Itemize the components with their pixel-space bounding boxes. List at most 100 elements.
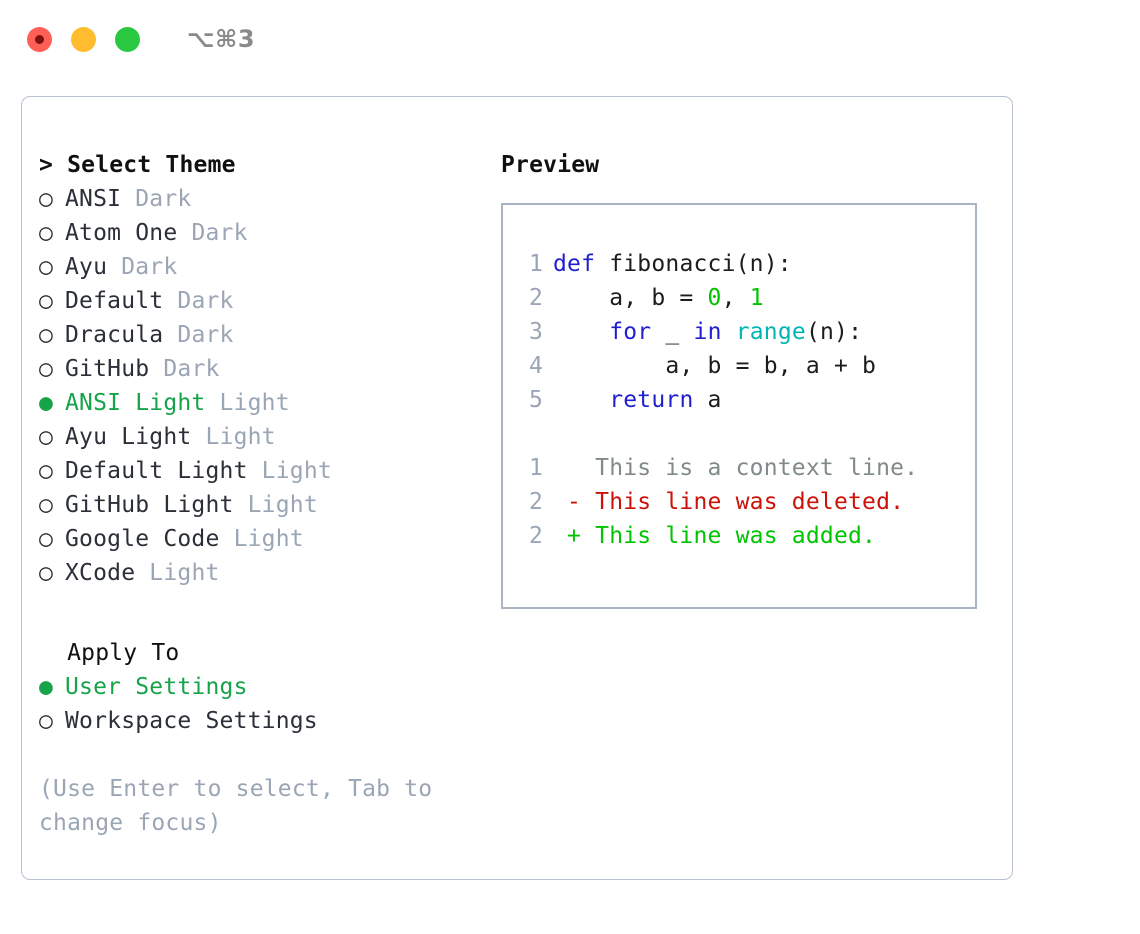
code-token-txt: ,: [721, 285, 750, 311]
theme-option-suffix: Dark: [107, 254, 178, 280]
radio-unselected-icon: ○: [39, 526, 68, 552]
apply-to-option-0[interactable]: ● User Settings: [39, 670, 479, 704]
code-token-txt: _: [651, 319, 694, 345]
radio-unselected-icon: ○: [39, 560, 68, 586]
radio-unselected-icon: ○: [39, 424, 68, 450]
diff-line-1: 2 - This line was deleted.: [515, 485, 969, 519]
code-token-txt: [553, 387, 609, 413]
theme-option-label: Dracula: [65, 322, 164, 348]
theme-option-9[interactable]: ○ GitHub Light Light: [39, 488, 479, 522]
help-spacer: [39, 738, 479, 772]
apply-to-option-label: Workspace Settings: [65, 708, 318, 734]
radio-selected-icon: ●: [39, 674, 68, 700]
theme-option-suffix: Light: [247, 458, 332, 484]
code-token-kw: def: [553, 251, 596, 277]
keyboard-shortcut-label: ⌥⌘3: [187, 25, 256, 53]
code-line-4: 5 return a: [515, 383, 969, 417]
theme-option-10[interactable]: ○ Google Code Light: [39, 522, 479, 556]
theme-option-label: ANSI: [65, 186, 122, 212]
theme-option-0[interactable]: ○ ANSI Dark: [39, 182, 479, 216]
theme-option-label: Default: [65, 288, 164, 314]
radio-unselected-icon: ○: [39, 322, 68, 348]
theme-option-list: ○ ANSI Dark○ Atom One Dark○ Ayu Dark○ De…: [39, 182, 479, 590]
theme-option-label: GitHub: [65, 356, 150, 382]
line-number: 2: [528, 285, 543, 311]
theme-option-4[interactable]: ○ Dracula Dark: [39, 318, 479, 352]
theme-picker-panel: > Select Theme ○ ANSI Dark○ Atom One Dar…: [21, 96, 1013, 880]
code-token-txt: (n):: [805, 319, 863, 345]
code-token-add: + This line was added.: [553, 523, 877, 549]
radio-unselected-icon: ○: [39, 220, 68, 246]
radio-unselected-icon: ○: [39, 356, 68, 382]
code-token-del: - This line was deleted.: [553, 489, 905, 515]
radio-unselected-icon: ○: [39, 708, 68, 734]
line-number: 4: [528, 353, 543, 379]
theme-option-7[interactable]: ○ Ayu Light Light: [39, 420, 479, 454]
code-token-txt: a: [693, 387, 722, 413]
maximize-button-icon[interactable]: [115, 26, 140, 52]
theme-selection-column: > Select Theme ○ ANSI Dark○ Atom One Dar…: [39, 148, 479, 840]
theme-option-label: Ayu: [65, 254, 108, 280]
code-token-txt: [553, 319, 609, 345]
code-token-num: 1: [749, 285, 764, 311]
theme-option-suffix: Light: [233, 492, 318, 518]
theme-option-11[interactable]: ○ XCode Light: [39, 556, 479, 590]
theme-option-suffix: Dark: [163, 322, 234, 348]
line-number: 2: [528, 489, 543, 515]
line-number: 2: [528, 523, 543, 549]
select-theme-header: > Select Theme: [39, 152, 236, 178]
apply-to-header: Apply To: [39, 640, 180, 666]
code-line-3: 4 a, b = b, a + b: [515, 349, 969, 383]
theme-option-suffix: Dark: [149, 356, 220, 382]
theme-option-suffix: Light: [219, 526, 304, 552]
theme-option-label: Google Code: [65, 526, 220, 552]
theme-option-5[interactable]: ○ GitHub Dark: [39, 352, 479, 386]
theme-option-3[interactable]: ○ Default Dark: [39, 284, 479, 318]
radio-unselected-icon: ○: [39, 186, 68, 212]
code-token-kw: return: [609, 387, 694, 413]
section-spacer: [39, 590, 479, 636]
theme-option-6[interactable]: ● ANSI Light Light: [39, 386, 479, 420]
code-token-ctx: This is a context line.: [553, 455, 919, 481]
theme-option-label: ANSI Light: [65, 390, 206, 416]
theme-option-2[interactable]: ○ Ayu Dark: [39, 250, 479, 284]
radio-unselected-icon: ○: [39, 254, 68, 280]
code-token-txt: a, b =: [553, 285, 708, 311]
radio-selected-icon: ●: [39, 390, 68, 416]
window-title-bar: ⌥⌘3: [0, 0, 1140, 78]
code-token-txt: fibonacci(n):: [595, 251, 792, 277]
code-token-kw: in: [693, 319, 722, 345]
radio-unselected-icon: ○: [39, 458, 68, 484]
code-token-num: 0: [707, 285, 722, 311]
theme-option-label: XCode: [65, 560, 136, 586]
theme-option-suffix: Dark: [163, 288, 234, 314]
theme-option-label: GitHub Light: [65, 492, 234, 518]
code-token-kw: for: [609, 319, 652, 345]
theme-option-label: Atom One: [65, 220, 178, 246]
help-text: (Use Enter to select, Tab to change focu…: [39, 776, 433, 836]
apply-to-option-label: User Settings: [65, 674, 248, 700]
preview-title: Preview: [501, 152, 600, 178]
theme-option-1[interactable]: ○ Atom One Dark: [39, 216, 479, 250]
code-token-txt: [722, 319, 736, 345]
apply-to-option-list: ● User Settings○ Workspace Settings: [39, 670, 479, 738]
theme-option-suffix: Dark: [177, 220, 248, 246]
diff-line-0: 1 This is a context line.: [515, 451, 969, 485]
theme-option-suffix: Light: [205, 390, 290, 416]
line-number: 5: [528, 387, 543, 413]
radio-unselected-icon: ○: [39, 288, 68, 314]
panel-columns: > Select Theme ○ ANSI Dark○ Atom One Dar…: [22, 97, 1012, 879]
line-number: 1: [528, 455, 543, 481]
theme-option-8[interactable]: ○ Default Light Light: [39, 454, 479, 488]
diff-line-2: 2 + This line was added.: [515, 519, 969, 553]
minimize-button-icon[interactable]: [71, 26, 96, 52]
theme-option-label: Default Light: [65, 458, 248, 484]
apply-to-option-1[interactable]: ○ Workspace Settings: [39, 704, 479, 738]
theme-option-suffix: Light: [135, 560, 220, 586]
close-button-icon[interactable]: [27, 26, 52, 52]
